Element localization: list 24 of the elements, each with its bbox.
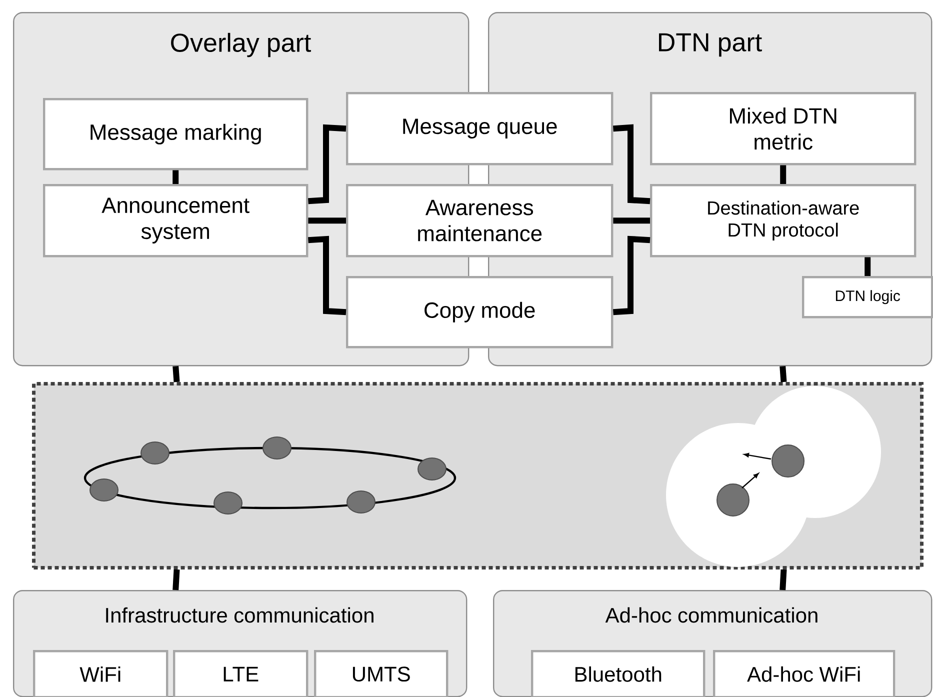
component-box: Announcement system <box>43 184 308 258</box>
component-box: Destination-aware DTN protocol <box>650 184 916 258</box>
connector-line <box>172 569 180 590</box>
component-box: Ad-hoc WiFi <box>713 650 896 697</box>
component-box: UMTS <box>314 650 448 697</box>
connector-line <box>864 257 871 276</box>
component-box: Copy mode <box>346 276 614 348</box>
connector-line <box>780 366 787 382</box>
component-box: DTN logic <box>802 276 933 318</box>
component-box: LTE <box>173 650 308 697</box>
connector-line <box>613 124 650 204</box>
connector-line <box>308 236 346 316</box>
component-box: WiFi <box>33 650 168 697</box>
connector-line <box>308 124 346 204</box>
connector-line <box>613 236 650 316</box>
component-box: Bluetooth <box>531 650 706 697</box>
connector-line <box>172 170 179 184</box>
component-box: Message marking <box>43 98 308 170</box>
component-box: Mixed DTN metric <box>650 92 916 166</box>
component-box: Message queue <box>346 92 614 166</box>
connector-line <box>172 366 180 382</box>
component-box: Awareness maintenance <box>346 184 614 258</box>
connector-line <box>780 569 787 590</box>
connector-line <box>780 165 786 184</box>
